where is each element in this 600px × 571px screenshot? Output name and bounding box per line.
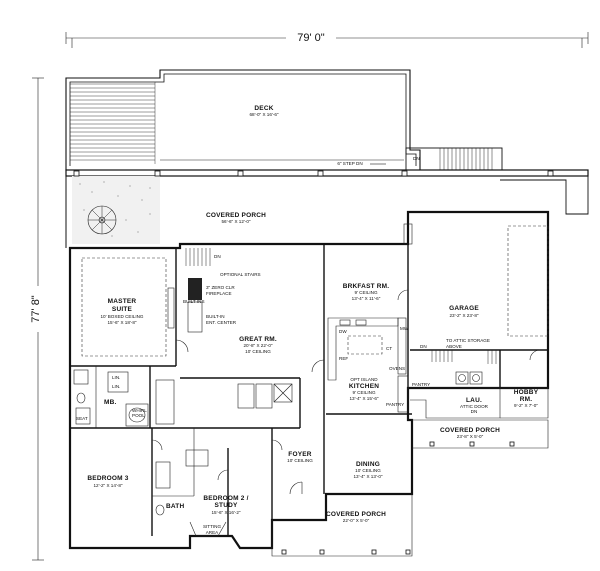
fireplace-line1: 3" ZERO CLR bbox=[206, 285, 235, 290]
lin-b: LIN. bbox=[112, 384, 120, 389]
ent-center-line2: ENT. CENTER bbox=[206, 320, 237, 325]
bedroom-2-study: BEDROOM 2 / STUDY 15'-6" X 16'-2" SITTIN… bbox=[189, 495, 248, 537]
opt-island-label: OPT ISLAND bbox=[350, 377, 378, 382]
mb-label: MB. bbox=[104, 399, 117, 406]
mw-label: MW bbox=[400, 326, 409, 331]
bkfast-label: BRKFAST RM. bbox=[343, 283, 390, 290]
dining-ceiling: 10' CEILING bbox=[355, 468, 381, 473]
pantry-label: PANTRY bbox=[386, 402, 404, 407]
hobby-label-2: RM. bbox=[520, 396, 533, 403]
hobby-label-1: HOBBY bbox=[514, 389, 539, 396]
kitchen-ceiling: 9' CEILING bbox=[352, 390, 376, 395]
kitchen-label: KITCHEN bbox=[349, 383, 379, 390]
ent-center-line1: BUILT-IN bbox=[206, 314, 225, 319]
fireplace: 3" ZERO CLR FIREPLACE BUILT-IN ENT. CENT… bbox=[187, 278, 237, 333]
sitting-line2: AREA bbox=[206, 530, 219, 535]
master-size: 15'-6" X 18'-8" bbox=[107, 320, 136, 325]
ref-label: REF bbox=[339, 356, 348, 361]
garage-label: GARAGE bbox=[449, 305, 479, 312]
bedroom2-line2: STUDY bbox=[214, 502, 237, 509]
upper-dn-label: DN bbox=[413, 156, 420, 161]
bkfast-ceiling: 9' CEILING bbox=[354, 290, 378, 295]
great-rm-size: 20'-8" X 22'-0" bbox=[243, 343, 272, 348]
front-porch-label: COVERED PORCH bbox=[326, 511, 386, 518]
breakfast-room: BRKFAST RM. 9' CEILING 13'-4" X 11'-6" bbox=[343, 283, 390, 301]
dining-label: DINING bbox=[356, 461, 380, 468]
deck-label: DECK bbox=[254, 105, 273, 112]
laundry: LAU. ATTIC DOOR DN PANTRY bbox=[410, 371, 501, 419]
sitting-line1: SITTING bbox=[203, 524, 222, 529]
hobby-size: 9'-2" X 7'-0" bbox=[514, 403, 538, 408]
dimension-depth: 77' 8" bbox=[28, 77, 44, 561]
foyer-label: FOYER bbox=[288, 451, 311, 458]
bedroom3-label: BEDROOM 3 bbox=[87, 475, 128, 482]
optional-stairs: DN OPTIONAL STAIRS bbox=[185, 248, 261, 277]
hobby-room: HOBBY RM. 9'-2" X 7'-0" bbox=[500, 387, 549, 419]
step-down-label: 6" STEP DN bbox=[337, 161, 362, 166]
dw-label: DW bbox=[339, 329, 347, 334]
side-porch-label: COVERED PORCH bbox=[440, 427, 500, 434]
great-room: GREAT RM. 20'-8" X 22'-0" 10' CEILING bbox=[239, 336, 277, 354]
master-bath: LIN. LIN. MB. WHIRL POOL SEAT bbox=[73, 366, 175, 428]
front-covered-porch: COVERED PORCH 22'-0" X 5'-0" bbox=[271, 494, 413, 557]
foyer: FOYER 10' CEILING bbox=[287, 451, 313, 495]
lau-line2: DN bbox=[471, 409, 478, 414]
bath-label: BATH bbox=[166, 503, 184, 510]
seat-label: SEAT bbox=[76, 416, 88, 421]
master-ceiling: 10' BOXED CEILING bbox=[100, 314, 143, 319]
bedroom2-size: 15'-6" X 16'-2" bbox=[211, 510, 240, 515]
fireplace-line2: FIREPLACE bbox=[206, 291, 232, 296]
ovens-label: OVENS bbox=[389, 366, 405, 371]
side-porch-size: 23'-8" X 5'-0" bbox=[457, 434, 484, 439]
great-rm-label: GREAT RM. bbox=[239, 336, 277, 343]
kitchen: DW CT MW REF OVENS OPT ISLAND KITCHEN 9'… bbox=[327, 317, 409, 413]
master-label-1: MASTER bbox=[108, 298, 137, 305]
dining: DINING 10' CEILING 13'-4" X 13'-0" bbox=[353, 461, 382, 479]
bath: BATH bbox=[152, 428, 209, 516]
bedroom3-size: 12'-2" X 14'-8" bbox=[93, 483, 122, 488]
garage-size: 23'-2" X 23'-8" bbox=[449, 313, 478, 318]
dimension-width: 79' 0" bbox=[65, 30, 589, 48]
rear-porch-size: 56'-6" X 12'-0" bbox=[221, 219, 250, 224]
lau-line1: ATTIC DOOR bbox=[460, 404, 489, 409]
deck-size: 68'-0" X 16'-6" bbox=[249, 112, 278, 117]
door-swings bbox=[151, 289, 541, 481]
bedroom-3: BEDROOM 3 12'-2" X 14'-8" bbox=[87, 475, 128, 488]
deck: DECK 68'-0" X 16'-6" 6" STEP DN bbox=[65, 69, 421, 171]
whirl-line2: POOL bbox=[132, 413, 145, 418]
lau-label: LAU. bbox=[466, 397, 482, 404]
side-covered-porch: COVERED PORCH 23'-8" X 5'-0" bbox=[412, 419, 549, 449]
master-label-2: SUITE bbox=[112, 306, 133, 313]
bkfast-size: 13'-4" X 11'-6" bbox=[352, 296, 381, 301]
built-ins-label: BUILT INS bbox=[183, 299, 205, 304]
house-walls bbox=[68, 210, 550, 550]
optional-stairs-label: OPTIONAL STAIRS bbox=[220, 272, 261, 277]
dining-size: 13'-4" X 13'-0" bbox=[353, 474, 382, 479]
garage: GARAGE 23'-2" X 23'-8" TO ATTIC STORAGE … bbox=[420, 305, 497, 364]
master-suite: MASTER SUITE 10' BOXED CEILING 15'-6" X … bbox=[81, 257, 205, 357]
attic-line1: TO ATTIC STORAGE bbox=[446, 338, 490, 343]
bedroom2-line1: BEDROOM 2 / bbox=[203, 495, 248, 502]
whirl-line1: WHIRL bbox=[132, 408, 147, 413]
pantry-left-label: PANTRY bbox=[412, 382, 430, 387]
foyer-ceiling: 10' CEILING bbox=[287, 458, 313, 463]
rear-porch-label: COVERED PORCH bbox=[206, 212, 266, 219]
attic-line2: ABOVE bbox=[446, 344, 462, 349]
rear-covered-porch: COVERED PORCH 56'-6" X 12'-0" bbox=[65, 169, 589, 248]
lin-a: LIN. bbox=[112, 375, 120, 380]
hall-closets bbox=[237, 383, 293, 409]
attic-dn: DN bbox=[420, 344, 427, 349]
great-rm-ceiling: 10' CEILING bbox=[245, 349, 271, 354]
kitchen-size: 13'-4" X 15'-6" bbox=[349, 396, 378, 401]
front-porch-size: 22'-0" X 5'-0" bbox=[343, 518, 370, 523]
ct-label: CT bbox=[386, 346, 392, 351]
width-label: 79' 0" bbox=[297, 32, 325, 44]
stair-dn-label: DN bbox=[214, 254, 221, 259]
depth-label: 77' 8" bbox=[30, 295, 42, 323]
